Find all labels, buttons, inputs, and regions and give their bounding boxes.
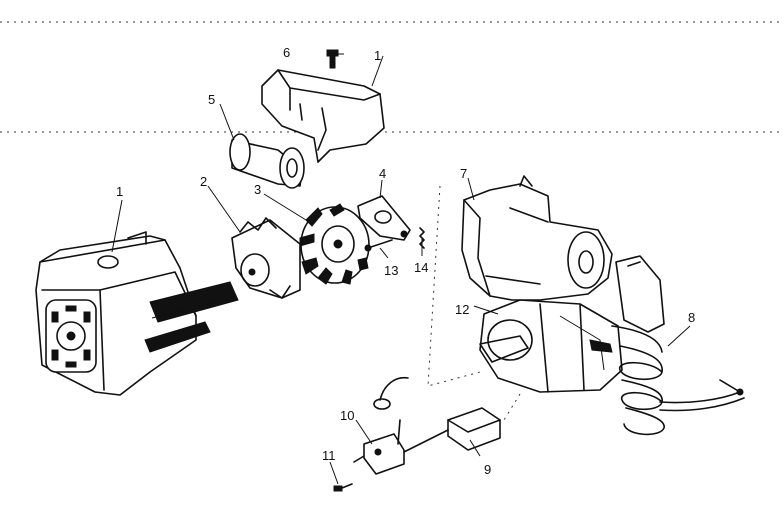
callout-6: 6 (283, 45, 290, 60)
callout-2: 2 (200, 174, 207, 189)
callout-labels: 1 6 5 1 2 3 4 13 14 7 12 8 9 10 11 (116, 45, 695, 477)
leader-lines (111, 53, 691, 485)
mounting-plate-part (357, 195, 411, 241)
motor-part (479, 299, 623, 393)
callout-1-top: 1 (374, 48, 381, 63)
housing-cover-part (35, 231, 239, 396)
screw-part-11 (333, 483, 353, 492)
callout-10: 10 (340, 408, 354, 423)
capacitor-cover-part (261, 69, 385, 163)
background-dash-lines (0, 21, 784, 133)
fan-housing-part (231, 217, 301, 299)
callout-12: 12 (455, 302, 469, 317)
coiled-cord-part (611, 325, 745, 436)
callout-5: 5 (208, 92, 215, 107)
callout-13: 13 (384, 263, 398, 278)
callout-3: 3 (254, 182, 261, 197)
screw-part-13 (364, 239, 393, 252)
callout-7: 7 (460, 166, 467, 181)
callout-4: 4 (379, 166, 386, 181)
capacitor-part (229, 133, 305, 189)
switch-part (353, 433, 421, 475)
assembly-guide-lines (427, 185, 521, 421)
wire-leads (373, 376, 449, 445)
callout-8: 8 (688, 310, 695, 325)
motor-housing-part (461, 175, 665, 333)
impeller-part (299, 203, 370, 285)
callout-11: 11 (322, 448, 336, 463)
switch-bracket-part (447, 407, 501, 451)
callout-1-left: 1 (116, 184, 123, 199)
callout-9: 9 (484, 462, 491, 477)
callout-14: 14 (414, 260, 428, 275)
screw-part-6 (326, 49, 339, 69)
